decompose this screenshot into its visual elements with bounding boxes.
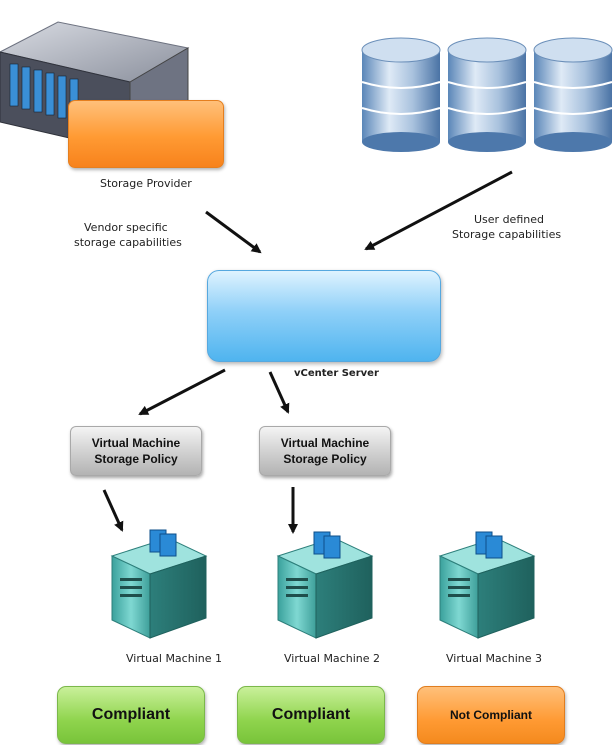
vendor-capabilities-line2: storage capabilities — [74, 236, 182, 249]
database-cylinder-icon — [447, 37, 527, 152]
server-icon-vm-1 — [110, 529, 208, 639]
arrow-provider-to-vcenter — [205, 210, 262, 254]
compliance-badge-vm-1: Compliant — [57, 686, 205, 744]
arrow-datastores-to-vcenter — [364, 170, 513, 251]
datastores-group — [361, 37, 613, 152]
server-icon-vm-3 — [438, 531, 536, 639]
policy-1-line1: Virtual Machine — [91, 436, 181, 450]
storage-policy-box-2: Virtual Machine Storage Policy — [259, 426, 391, 476]
user-capabilities-line1: User defined — [474, 213, 544, 226]
vendor-capabilities-line1: Vendor specific — [84, 221, 168, 234]
policy-2-line1: Virtual Machine — [280, 436, 370, 450]
database-cylinder-icon — [361, 37, 441, 152]
compliance-text-vm-1: Compliant — [91, 706, 171, 723]
storage-provider-box — [68, 100, 224, 168]
user-capabilities-line2: Storage capabilities — [452, 228, 562, 241]
arrow-vcenter-to-policy-1 — [138, 368, 226, 416]
database-cylinder-icon — [533, 37, 613, 152]
compliance-text-vm-3: Not Compliant — [450, 708, 532, 722]
storage-policy-box-1: Virtual Machine Storage Policy — [70, 426, 202, 476]
arrow-policy-1-to-vm-1 — [102, 489, 124, 532]
vcenter-server-box — [207, 270, 441, 362]
vcenter-server-label: vCenter Server — [294, 368, 379, 379]
policy-2-line2: Storage Policy — [283, 452, 367, 466]
server-icon-vm-2 — [276, 531, 374, 639]
policy-1-line2: Storage Policy — [94, 452, 178, 466]
compliance-badge-vm-2: Compliant — [237, 686, 385, 744]
storage-provider-label: Storage Provider — [100, 177, 192, 190]
vm-2-label: Virtual Machine 2 — [284, 652, 380, 665]
compliance-text-vm-2: Compliant — [271, 706, 351, 723]
vm-1-label: Virtual Machine 1 — [126, 652, 222, 665]
arrow-vcenter-to-policy-2 — [268, 371, 290, 414]
compliance-badge-vm-3: Not Compliant — [417, 686, 565, 744]
vm-3-label: Virtual Machine 3 — [446, 652, 542, 665]
